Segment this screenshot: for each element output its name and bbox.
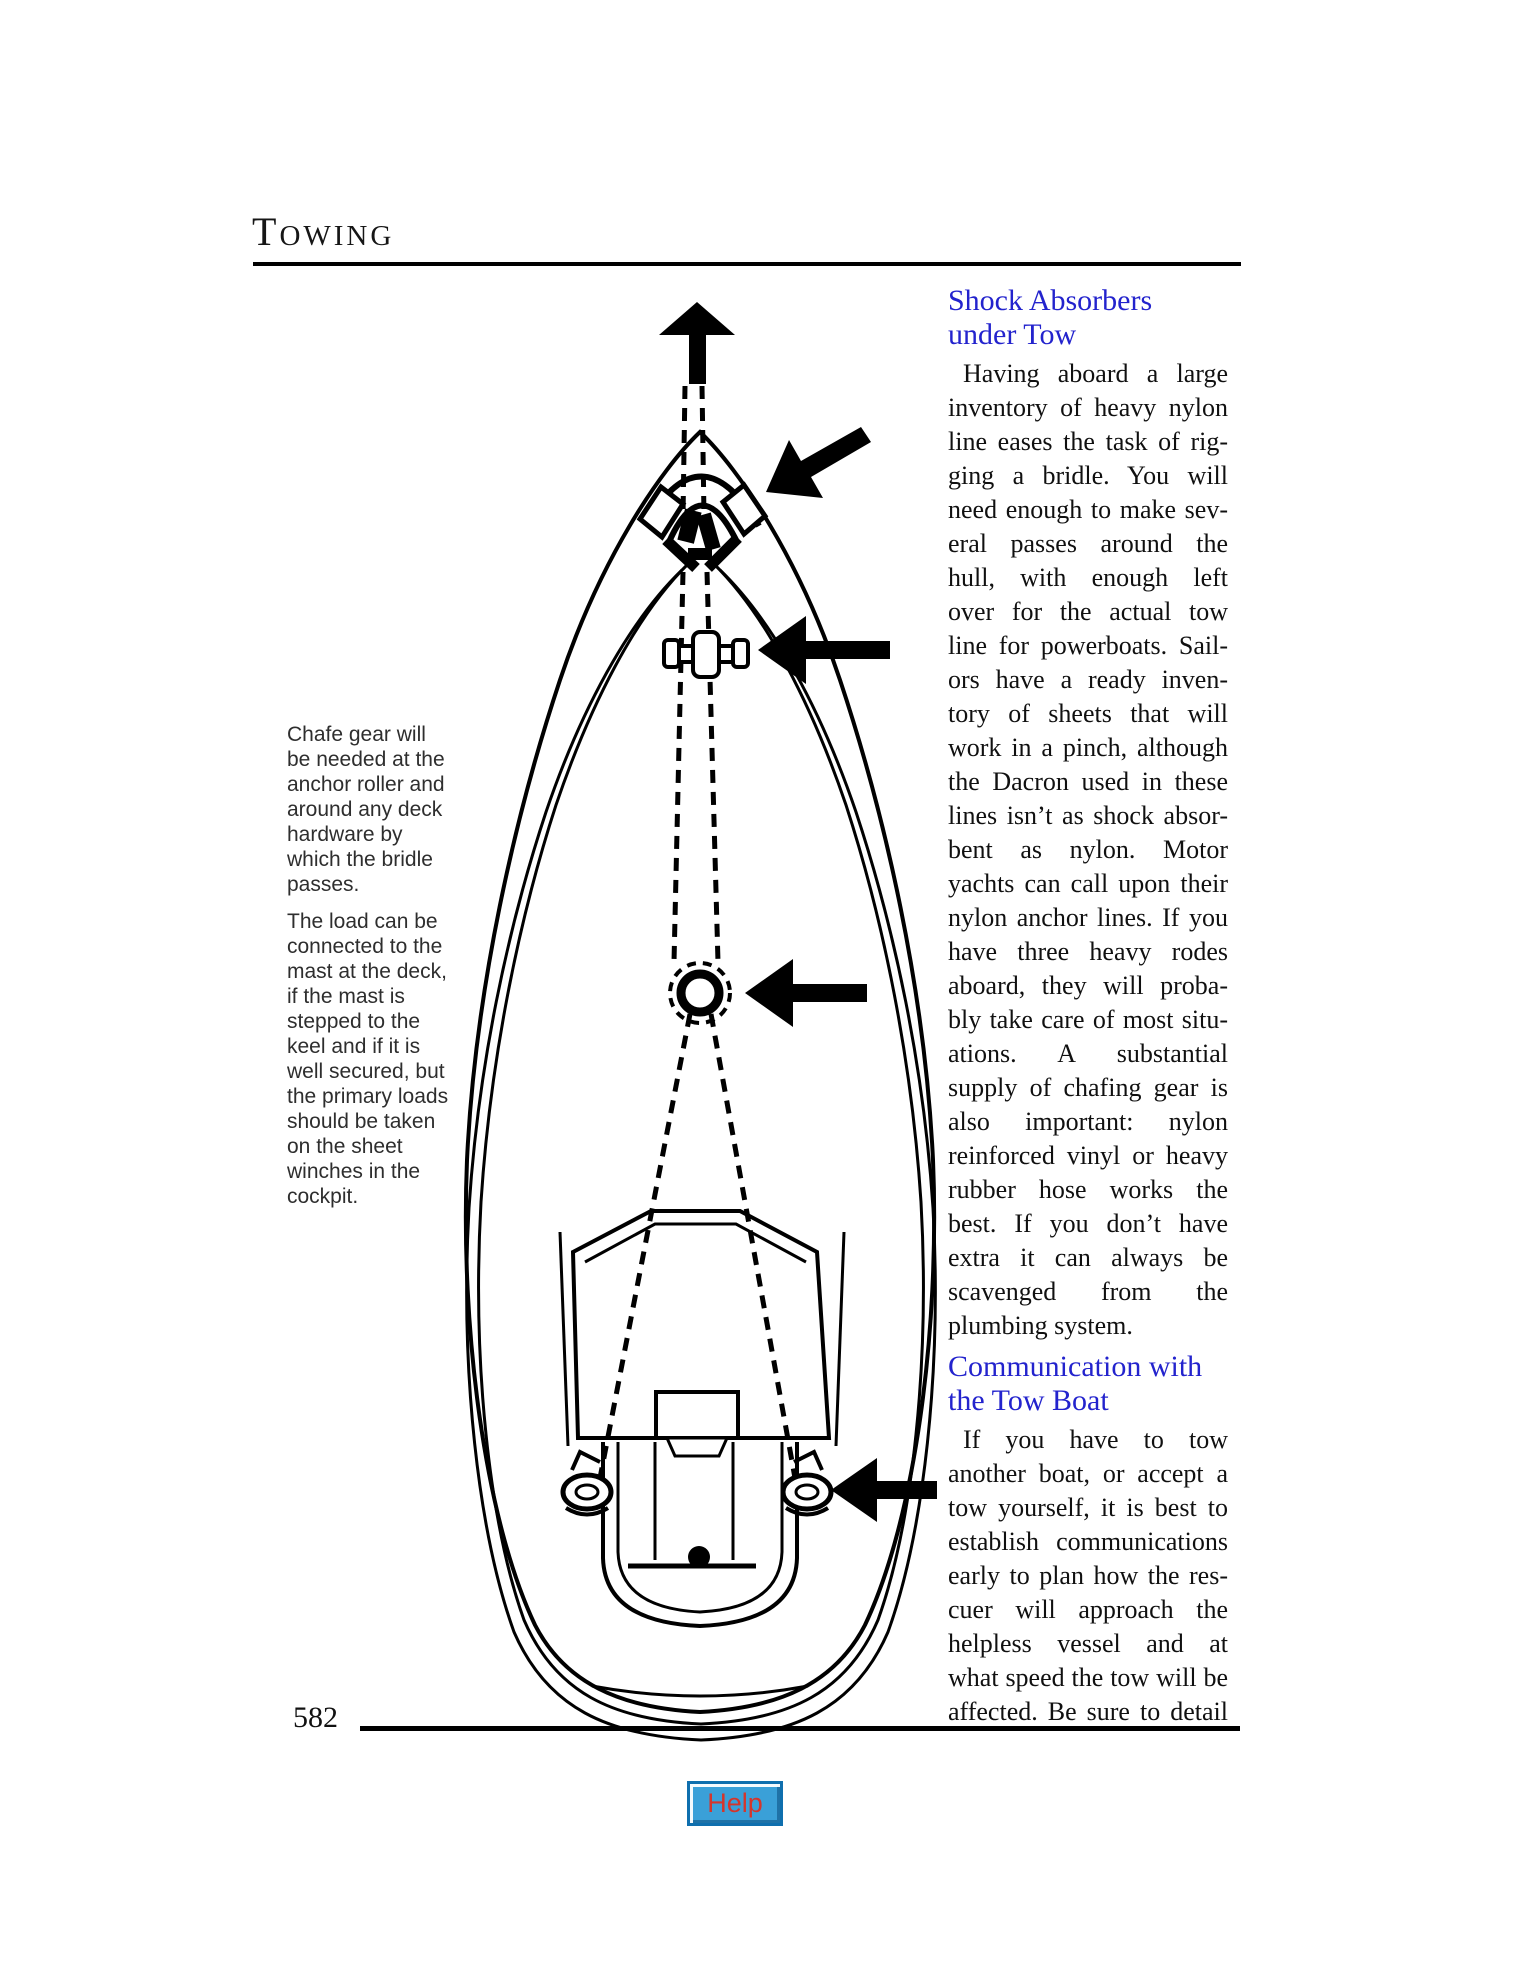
text-line: lines isn’t as shock absor- (948, 801, 1228, 830)
text-line: the Dacron used in these (948, 767, 1228, 796)
text-line: if the mast is (287, 985, 405, 1008)
text-line: supply of chafing gear is (948, 1073, 1228, 1102)
text-line: under Tow (948, 318, 1077, 351)
section-body: Having aboard a large inventory of heavy … (948, 357, 1228, 1343)
header-rule (253, 262, 1241, 266)
text-line: yachts can call upon their (948, 869, 1228, 898)
text-line: have three heavy rodes (948, 937, 1228, 966)
text-line: bly take care of most situ- (948, 1005, 1228, 1034)
bridle-wrap-lines (465, 562, 937, 1742)
text-line: keel and if it is (287, 1035, 421, 1058)
text-line: be needed at the (287, 748, 445, 771)
text-line: another boat, or accept a (948, 1459, 1228, 1488)
cockpit-well (601, 1442, 799, 1629)
towing-bridle-diagram (463, 302, 937, 1742)
text-line: aboard, they will proba- (948, 971, 1228, 1000)
bow-chock-left (636, 483, 687, 541)
companionway-hatch (654, 1390, 740, 1458)
text-line: reinforced vinyl or heavy (948, 1141, 1228, 1170)
text-line: affected. Be sure to detail (948, 1697, 1228, 1726)
bow-chock-right (719, 481, 769, 538)
callout-arrow-winch-icon (831, 1458, 937, 1522)
text-line: plumbing system. (948, 1311, 1133, 1340)
text-line: which the bridle (287, 848, 433, 871)
text-line: over for the actual tow (948, 597, 1228, 626)
text-line: work in a pinch, although (948, 733, 1228, 762)
page-number: 582 (293, 1701, 338, 1734)
mast-fitting (662, 630, 750, 679)
page-title-initial: T (252, 209, 280, 254)
bridle-knot (662, 508, 742, 573)
text-line: Communication with (948, 1350, 1203, 1383)
text-line: what speed the tow will be (948, 1663, 1228, 1692)
text-line: best. If you don’t have (948, 1209, 1228, 1238)
text-line: inventory of heavy nylon (948, 393, 1228, 422)
text-line: line eases the task of rig- (948, 427, 1228, 456)
callout-arrow-mast-icon (758, 616, 890, 684)
text-line: also important: nylon (948, 1107, 1228, 1136)
text-line: establish communications (948, 1527, 1228, 1556)
text-line: Shock Absorbers (948, 284, 1153, 317)
text-line: If you have to tow (963, 1425, 1228, 1454)
callout-arrow-block-icon (745, 959, 867, 1027)
tow-direction-arrow-icon (659, 302, 735, 384)
text-line: extra it can always be (948, 1243, 1228, 1272)
text-line: connected to the (287, 935, 443, 958)
text-line: tory of sheets that will (948, 699, 1228, 728)
text-line: nylon anchor lines. If you (948, 903, 1228, 932)
text-line: helpless vessel and at (948, 1629, 1228, 1658)
text-line: winches in the (287, 1160, 421, 1183)
winch-right (780, 1449, 834, 1517)
winch-left (560, 1449, 614, 1517)
bridle-leg-dashed (597, 571, 798, 1479)
text-line: should be taken (287, 1110, 436, 1133)
text-line: cockpit. (287, 1185, 359, 1208)
text-line: The load can be (287, 910, 438, 933)
callout-arrow-bow-icon (766, 427, 871, 498)
text-line: need enough to make sev- (948, 495, 1228, 524)
deck-block-ring (668, 961, 732, 1025)
tiller (628, 1546, 756, 1569)
text-line: Chafe gear will (287, 723, 426, 746)
text-line: eral passes around the (948, 529, 1228, 558)
page-title-rest: OWING (279, 220, 395, 252)
text-line: line for powerboats. Sail- (948, 631, 1228, 660)
text-line: stepped to the (287, 1010, 421, 1033)
text-line: the primary loads (287, 1085, 449, 1108)
text-line: passes. (287, 873, 360, 896)
text-line: ations. A substantial (948, 1039, 1228, 1068)
text-line: around any deck (287, 798, 443, 821)
page-title: TOWING (252, 212, 394, 253)
text-line: hull, with enough left (948, 563, 1228, 592)
tow-line-dashed (680, 385, 707, 517)
text-line: rubber hose works the (948, 1175, 1228, 1204)
text-line: cuer will approach the (948, 1595, 1228, 1624)
text-line: ging a bridle. You will (948, 461, 1228, 490)
text-line: scavenged from the (948, 1277, 1228, 1306)
hull-outline (463, 429, 937, 1715)
text-line: mast at the deck, (287, 960, 447, 983)
text-line: tow yourself, it is best to (948, 1493, 1228, 1522)
text-line: the Tow Boat (948, 1384, 1109, 1417)
text-line: bent as nylon. Motor (948, 835, 1228, 864)
text-line: on the sheet (287, 1135, 403, 1158)
footer-rule (360, 1726, 1240, 1731)
help-button[interactable]: Help (687, 1781, 783, 1826)
section-body: If you have to tow another boat, or accep… (948, 1423, 1228, 1729)
text-line: Having aboard a large (963, 359, 1228, 388)
text-line: ors have a ready inven- (948, 665, 1228, 694)
text-line: anchor roller and (287, 773, 445, 796)
text-line: well secured, but (287, 1060, 445, 1083)
text-line: hardware by (287, 823, 403, 846)
text-line: early to plan how the res- (948, 1561, 1228, 1590)
